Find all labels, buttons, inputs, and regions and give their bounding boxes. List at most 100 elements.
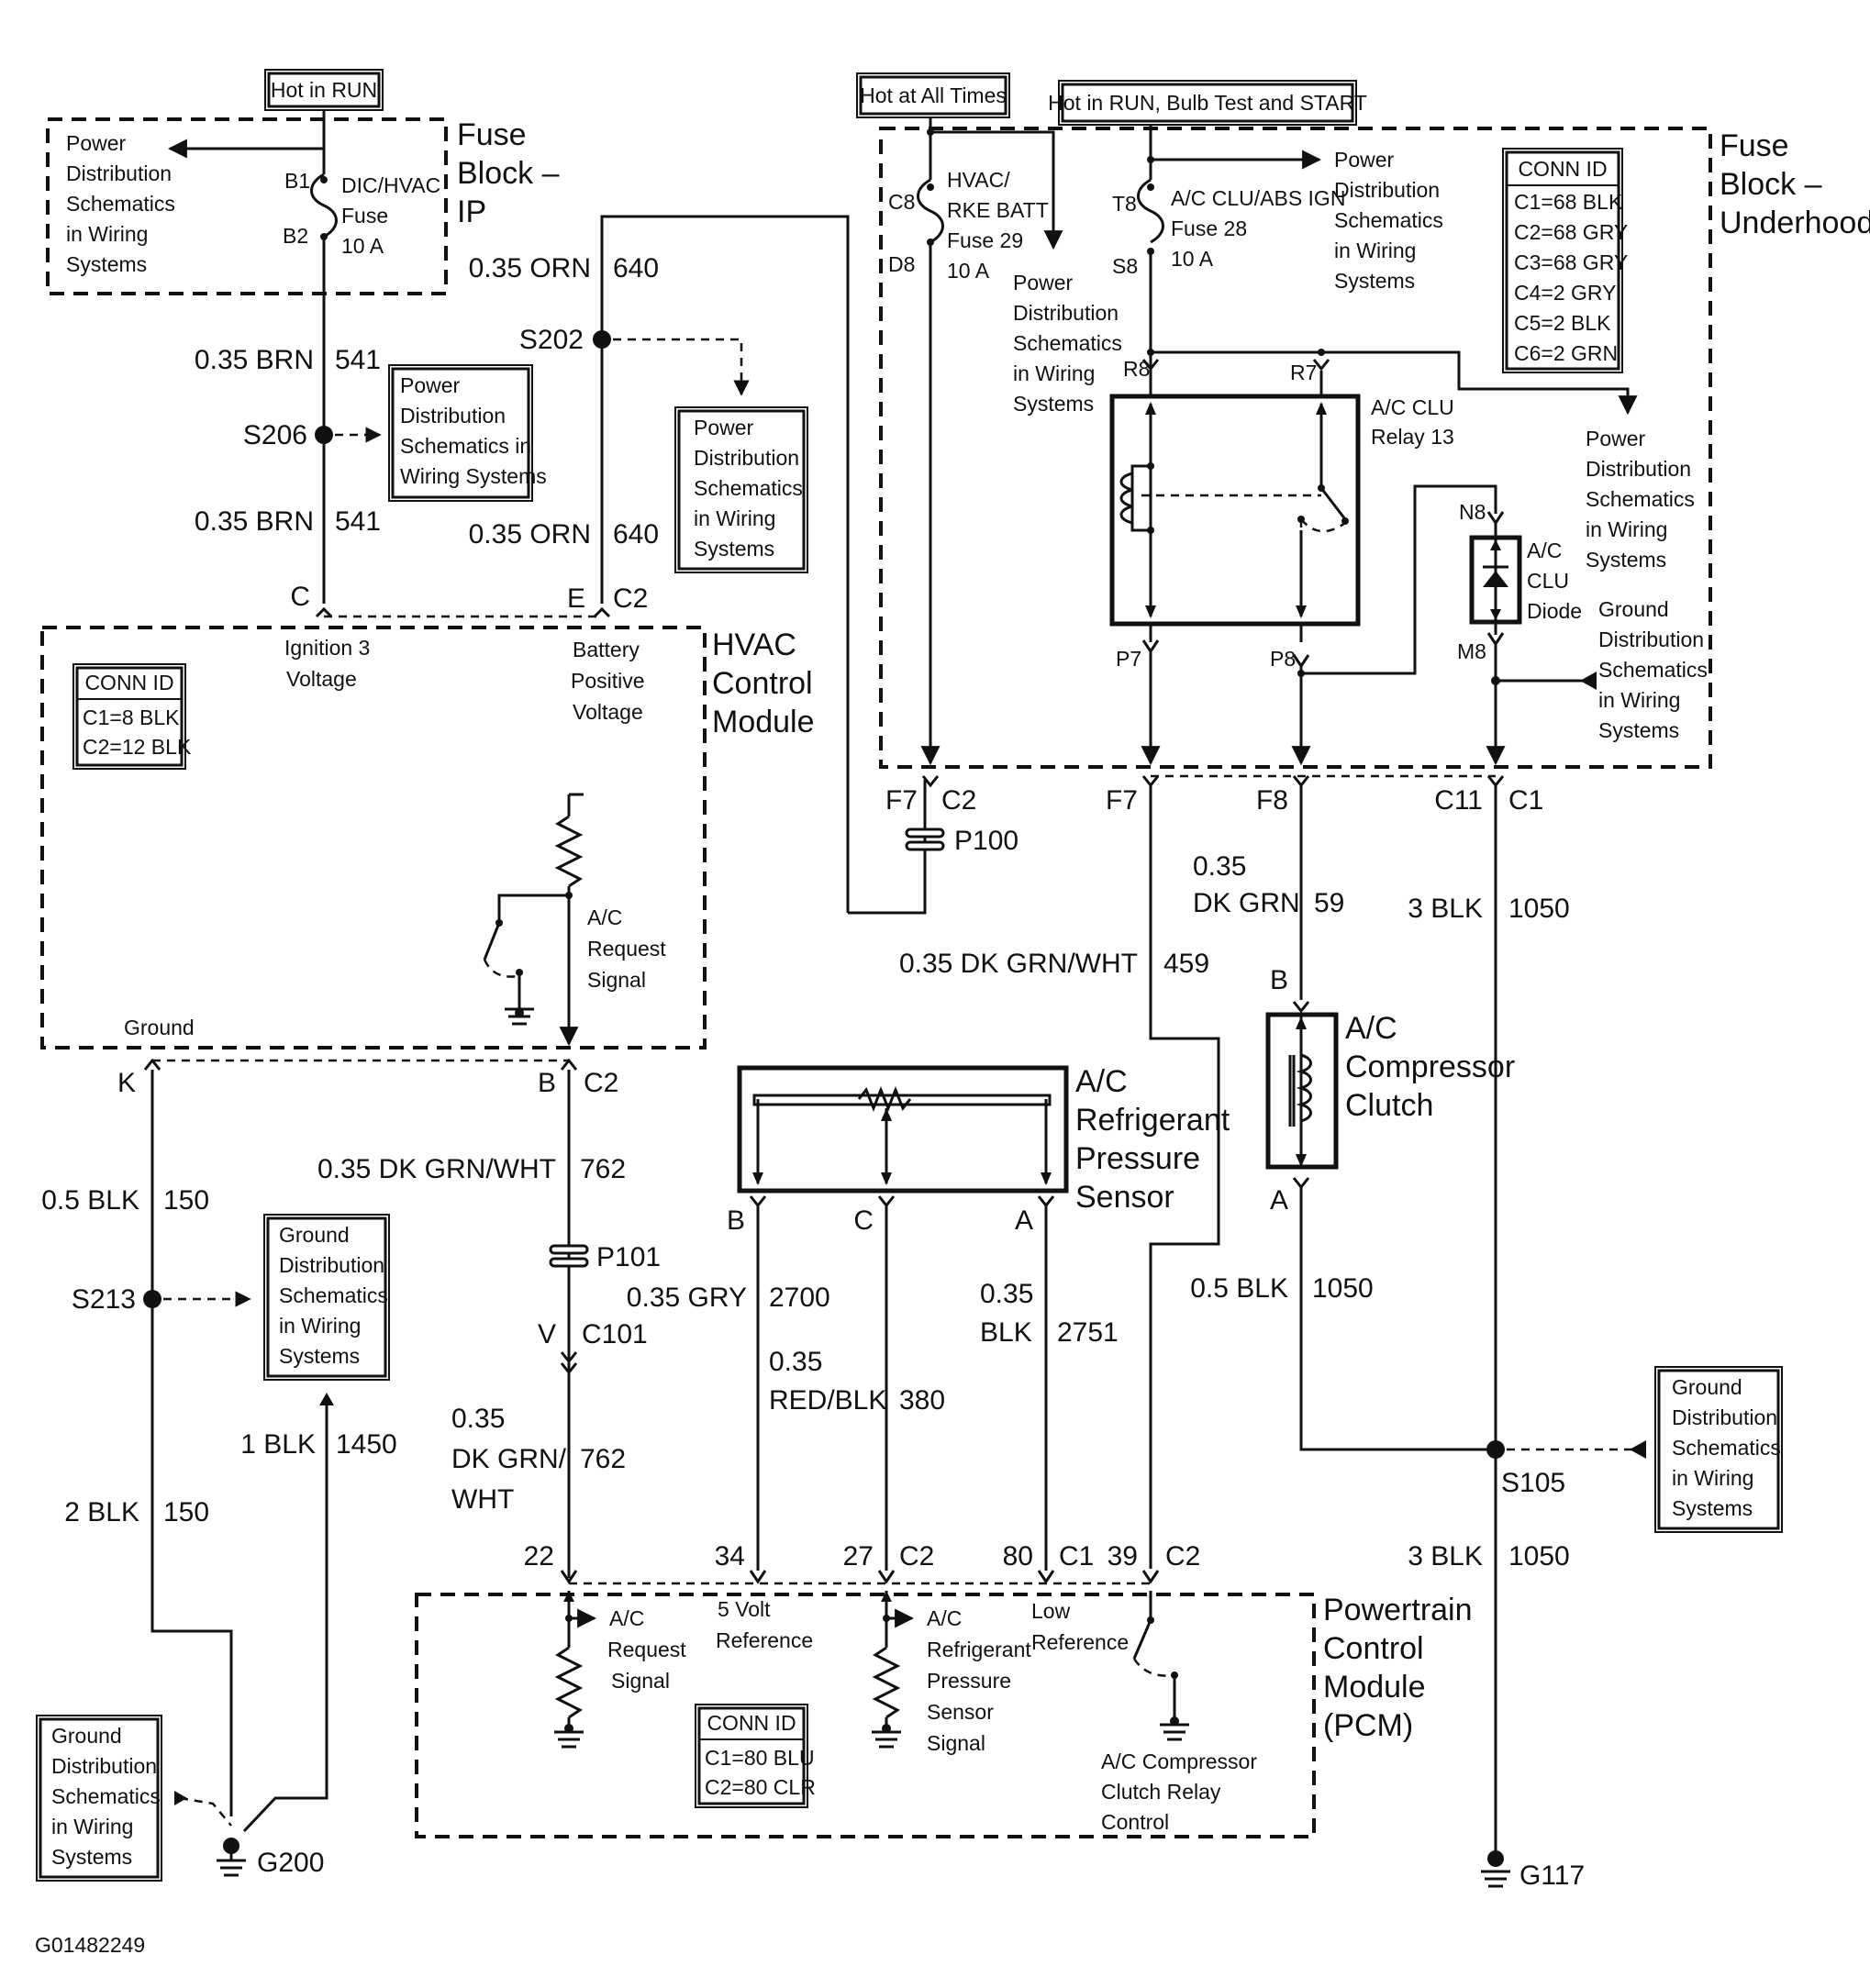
connector-p100: P100 [905, 785, 1018, 913]
svg-text:Control: Control [1323, 1631, 1424, 1666]
svg-text:Positive: Positive [571, 669, 645, 693]
svg-text:C101: C101 [582, 1319, 648, 1349]
svg-text:in Wiring: in Wiring [279, 1314, 361, 1338]
svg-text:150: 150 [163, 1185, 209, 1216]
svg-text:1050: 1050 [1508, 1541, 1570, 1572]
pcm-sensor-ground-symbol [872, 1724, 901, 1749]
svg-text:F7: F7 [885, 785, 918, 816]
svg-text:541: 541 [335, 345, 381, 375]
svg-text:Underhood: Underhood [1720, 205, 1870, 240]
svg-text:Distribution: Distribution [1672, 1405, 1777, 1429]
svg-text:Pressure: Pressure [1075, 1141, 1200, 1176]
svg-text:Schematics: Schematics [279, 1283, 388, 1307]
svg-text:Power: Power [1013, 271, 1074, 294]
svg-text:Power: Power [1334, 148, 1395, 172]
svg-text:C4=2 GRY: C4=2 GRY [1514, 281, 1616, 305]
svg-text:C2: C2 [941, 785, 976, 816]
svg-text:10 A: 10 A [341, 234, 384, 258]
underhood-connectors: F7 C2 F7 F8 C11 C1 [885, 774, 1543, 816]
ref-box-s213: Ground Distribution Schematics in Wiring… [263, 1214, 390, 1381]
svg-text:S202: S202 [519, 325, 584, 355]
svg-text:Block –: Block – [457, 156, 560, 191]
svg-text:Module: Module [1323, 1670, 1426, 1705]
svg-text:Hot at All Times: Hot at All Times [860, 83, 1007, 107]
svg-text:CONN ID: CONN ID [1518, 157, 1607, 181]
svg-text:Voltage: Voltage [286, 667, 357, 691]
svg-text:0.35 BRN: 0.35 BRN [195, 506, 314, 537]
svg-text:C2=68 GRY: C2=68 GRY [1514, 220, 1628, 244]
svg-text:A: A [1015, 1205, 1033, 1236]
svg-text:1050: 1050 [1508, 894, 1570, 924]
svg-text:B1: B1 [284, 169, 310, 193]
splice-s105 [1486, 1440, 1505, 1459]
svg-text:Ground: Ground [279, 1223, 350, 1247]
splice-s206 [315, 426, 333, 444]
svg-text:Systems: Systems [51, 1845, 132, 1869]
svg-text:IP: IP [457, 194, 486, 229]
svg-text:C11: C11 [1434, 785, 1483, 816]
svg-text:S213: S213 [72, 1284, 136, 1315]
svg-text:C: C [290, 582, 310, 612]
svg-text:RED/BLK: RED/BLK [769, 1385, 886, 1416]
svg-text:Distribution: Distribution [400, 404, 506, 428]
conn-id-hvac: CONN ID C1=8 BLK C2=12 BLK [72, 663, 192, 770]
svg-text:C2: C2 [613, 583, 648, 614]
svg-text:C: C [853, 1205, 874, 1236]
svg-text:M8: M8 [1457, 639, 1486, 663]
svg-text:10 A: 10 A [947, 259, 990, 283]
svg-text:150: 150 [163, 1497, 209, 1527]
svg-text:Refrigerant: Refrigerant [927, 1638, 1031, 1661]
svg-text:10 A: 10 A [1171, 247, 1214, 271]
svg-text:Request: Request [587, 937, 666, 961]
svg-text:A/C: A/C [927, 1606, 962, 1630]
svg-text:640: 640 [613, 519, 659, 550]
svg-text:R7: R7 [1290, 361, 1317, 384]
svg-text:22: 22 [524, 1541, 554, 1572]
svg-text:C5=2 BLK: C5=2 BLK [1514, 311, 1611, 335]
svg-text:640: 640 [613, 253, 659, 283]
svg-text:459: 459 [1163, 949, 1209, 979]
svg-text:39: 39 [1108, 1541, 1138, 1572]
wire-dkgrn-59: 0.35 DK GRN 59 B [1193, 785, 1344, 1014]
ref-box-s202: Power Distribution Schematics in Wiring … [674, 406, 808, 573]
svg-text:T8: T8 [1112, 192, 1137, 216]
svg-text:in Wiring: in Wiring [1013, 361, 1095, 385]
svg-text:C6=2 GRN: C6=2 GRN [1514, 341, 1618, 365]
svg-text:Request: Request [607, 1638, 686, 1661]
svg-text:Systems: Systems [1013, 392, 1094, 416]
compressor-clutch: A/C Compressor Clutch A [1265, 1011, 1515, 1216]
svg-text:80: 80 [1003, 1541, 1033, 1572]
svg-text:1450: 1450 [336, 1429, 397, 1460]
splice-s213 [143, 1290, 161, 1308]
svg-text:in Wiring: in Wiring [1672, 1466, 1753, 1490]
svg-text:Battery: Battery [573, 638, 640, 661]
svg-text:A/C CLU/ABS IGN: A/C CLU/ABS IGN [1171, 186, 1345, 210]
svg-text:Distribution: Distribution [1586, 457, 1691, 481]
svg-text:Schematics: Schematics [1598, 658, 1708, 682]
svg-text:C2: C2 [899, 1541, 934, 1572]
svg-text:Clutch: Clutch [1345, 1088, 1433, 1123]
svg-text:E: E [567, 583, 585, 614]
svg-text:Hot in RUN: Hot in RUN [271, 78, 377, 102]
svg-text:in Wiring: in Wiring [1586, 517, 1667, 541]
svg-text:Systems: Systems [694, 537, 774, 561]
svg-text:Distribution: Distribution [66, 161, 172, 185]
svg-text:in Wiring: in Wiring [66, 222, 148, 246]
svg-text:C8: C8 [888, 190, 915, 214]
pcm-sensor-resistor-symbol [872, 1646, 901, 1719]
svg-text:762: 762 [580, 1444, 626, 1474]
svg-text:762: 762 [580, 1154, 626, 1184]
svg-text:3 BLK: 3 BLK [1408, 894, 1483, 924]
svg-text:CONN ID: CONN ID [84, 671, 173, 694]
svg-text:S105: S105 [1501, 1468, 1565, 1498]
svg-text:S206: S206 [243, 420, 307, 450]
svg-text:Wiring Systems: Wiring Systems [400, 464, 547, 488]
svg-text:Fuse 29: Fuse 29 [947, 228, 1023, 252]
svg-text:D8: D8 [888, 252, 915, 276]
ground-g200-symbol [217, 1838, 246, 1877]
svg-text:Systems: Systems [279, 1344, 360, 1368]
svg-text:Distribution: Distribution [1598, 627, 1704, 651]
svg-text:0.5 BLK: 0.5 BLK [41, 1185, 139, 1216]
svg-text:0.35 BRN: 0.35 BRN [195, 345, 314, 375]
svg-text:B: B [727, 1205, 745, 1236]
